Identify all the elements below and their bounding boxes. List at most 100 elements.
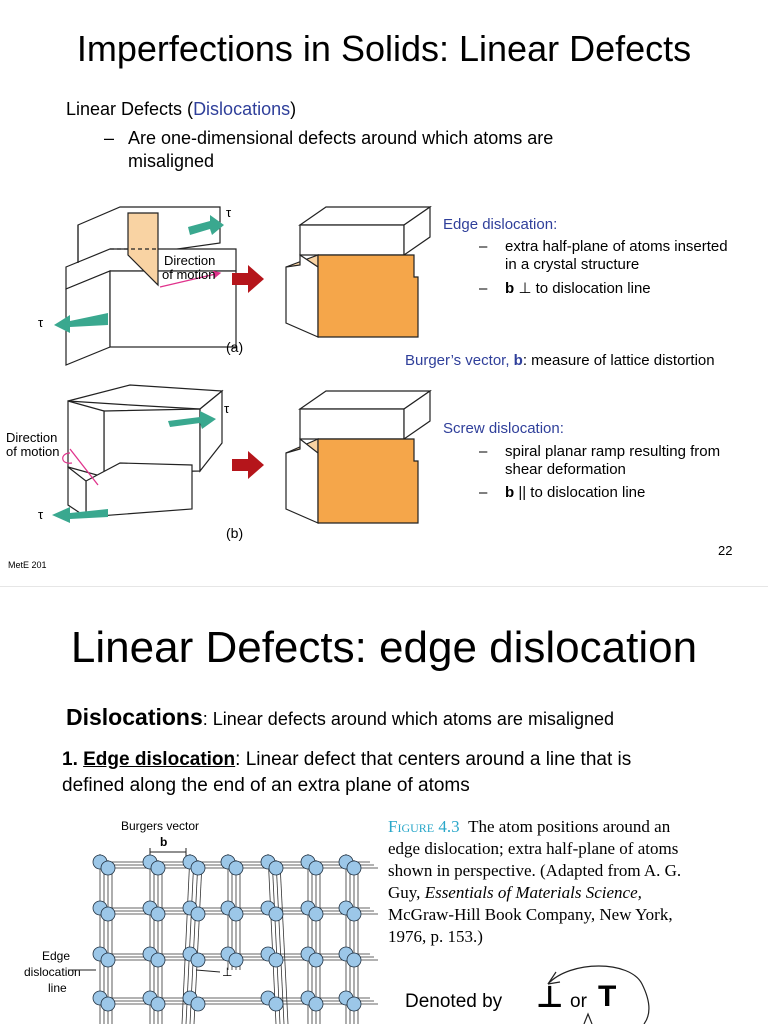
screw-axis-line [69,448,99,486]
edge-bullet-2-rest: ⊥ to dislocation line [514,280,651,297]
atom [150,996,166,1012]
atom [100,996,116,1012]
direction-label-b2: of motion [6,444,59,459]
atom [268,952,284,968]
or-label: or [570,991,587,1012]
caption-line1: The atom positions around an [468,817,671,836]
atom [268,996,284,1012]
lattice-perp-symbol: ⊥ [222,965,232,979]
atom [190,952,206,968]
screw-bullet-2-rest: || to dislocation line [514,484,646,501]
dislocations-definition: Dislocations: Linear defects around whic… [66,704,614,732]
edge-rest-line1: : Linear defect that centers around a li… [235,749,632,770]
atom [150,906,166,922]
red-arrow-a [232,265,264,293]
edge-heading: Edge dislocation: [443,216,558,233]
figure-caption: Figure 4.3 The atom positions around an … [388,816,763,948]
atom [100,860,116,876]
dislocations-rest: : Linear defects around which atoms are … [202,709,614,729]
caption-italic: Essentials of Materials Science, [424,883,642,902]
dislocation-figure: Direction of motion τ τ (a) Direction of… [6,205,432,541]
edge-bullet-2-b: b [505,280,515,297]
atom [190,996,206,1012]
intro-bullet-line2: misaligned [128,151,215,171]
edge-block-deformed [65,206,237,366]
page-number: 22 [718,543,733,558]
edge-block-result [285,205,432,338]
direction-label-b1: Direction [6,430,57,445]
dislocations-link: Dislocations [193,99,291,119]
caption-line5: McGraw-Hill Book Company, New York, [388,905,673,924]
atom [190,860,206,876]
caption-line2: edge dislocation; extra half-plane of at… [388,839,679,858]
edge-rest-line2: defined along the end of an extra plane … [62,775,470,796]
atom [228,860,244,876]
burgers-rest: : measure of lattice distortion [522,352,715,369]
shear-arrow-a-bottom [54,313,108,333]
caption-fig: Figure 4.3 [388,817,460,836]
atom-lattice [92,853,378,1024]
slide2-title: Linear Defects: edge dislocation [70,623,698,672]
shear-arrow-b-bottom [52,507,108,523]
dislocations-bold: Dislocations [66,704,203,730]
direction-label-a1: Direction [164,253,215,268]
edge-bold: Edge dislocation [83,749,236,770]
intro-dash: – [104,128,115,148]
intro-bullet: Are one-dimensional defects around which… [128,127,553,173]
burgers-vector-label: Burgers vector [121,819,199,833]
burgers-b: b [513,352,523,369]
atom [268,906,284,922]
atom [308,906,324,922]
symbol-perp: ⊥ [536,981,564,1014]
caption-line3: shown in perspective. (Adapted from A. G… [388,861,682,880]
screw-bullet-2-b: b [505,484,515,501]
caption-line6: 1976, p. 153.) [388,927,483,946]
atom [150,952,166,968]
label-a: (a) [226,339,243,355]
edge-line-label-1: Edge [42,949,70,963]
atom [346,860,362,876]
atom [346,996,362,1012]
red-arrow-b [232,451,264,479]
screw-rotation-icon [62,452,73,464]
burgers-vector-line: Burger’s vector, b: measure of lattice d… [405,352,715,370]
edge-lattice-figure: Burgers vector b Edge dislocation line ⊥ [24,819,378,1024]
atom [100,952,116,968]
motion-arrow-a [159,270,222,288]
intro-line: Linear Defects (Dislocations) [66,98,296,121]
screw-bullet-1: – spiral planar ramp resulting from shea… [479,443,721,478]
atom [308,952,324,968]
burgers-label: Burger’s vector, [405,352,514,369]
denoted-arrow [547,965,650,1024]
caption-line4: Guy, [388,883,425,902]
intro-prefix: Linear Defects ( [66,99,194,119]
atom [268,860,284,876]
atom [228,952,244,968]
intro-suffix: ) [290,99,297,119]
edge-number: 1. [62,749,84,770]
edge-bullet-1: – extra half-plane of atoms inserted in … [479,238,728,273]
atom [346,952,362,968]
screw-bullet-2: – b || to dislocation line [479,484,646,501]
screw-block-result [285,389,432,524]
label-b: (b) [226,525,243,541]
slide-divider [0,586,768,587]
atom [346,906,362,922]
symbol-top: T [598,980,617,1013]
direction-label-a2: of motion [162,267,215,282]
burgers-b-label: b [160,835,167,849]
intro-bullet-line1: Are one-dimensional defects around which… [128,128,554,148]
screw-heading: Screw dislocation: [443,420,564,437]
shear-arrow-a-top [188,215,224,235]
atom [308,996,324,1012]
atom [308,860,324,876]
shear-arrow-b-top [168,411,216,429]
tau-a-bottom: τ [38,315,44,330]
footer-course: MetE 201 [8,560,47,570]
screw-bullet-1-line1: spiral planar ramp resulting from [505,443,721,460]
atom [190,906,206,922]
edge-bullet-2: – b ⊥ to dislocation line [479,280,651,297]
tau-b-top: τ [224,401,230,416]
tau-a-top: τ [226,205,232,220]
denoted-by-label: Denoted by [405,991,503,1012]
